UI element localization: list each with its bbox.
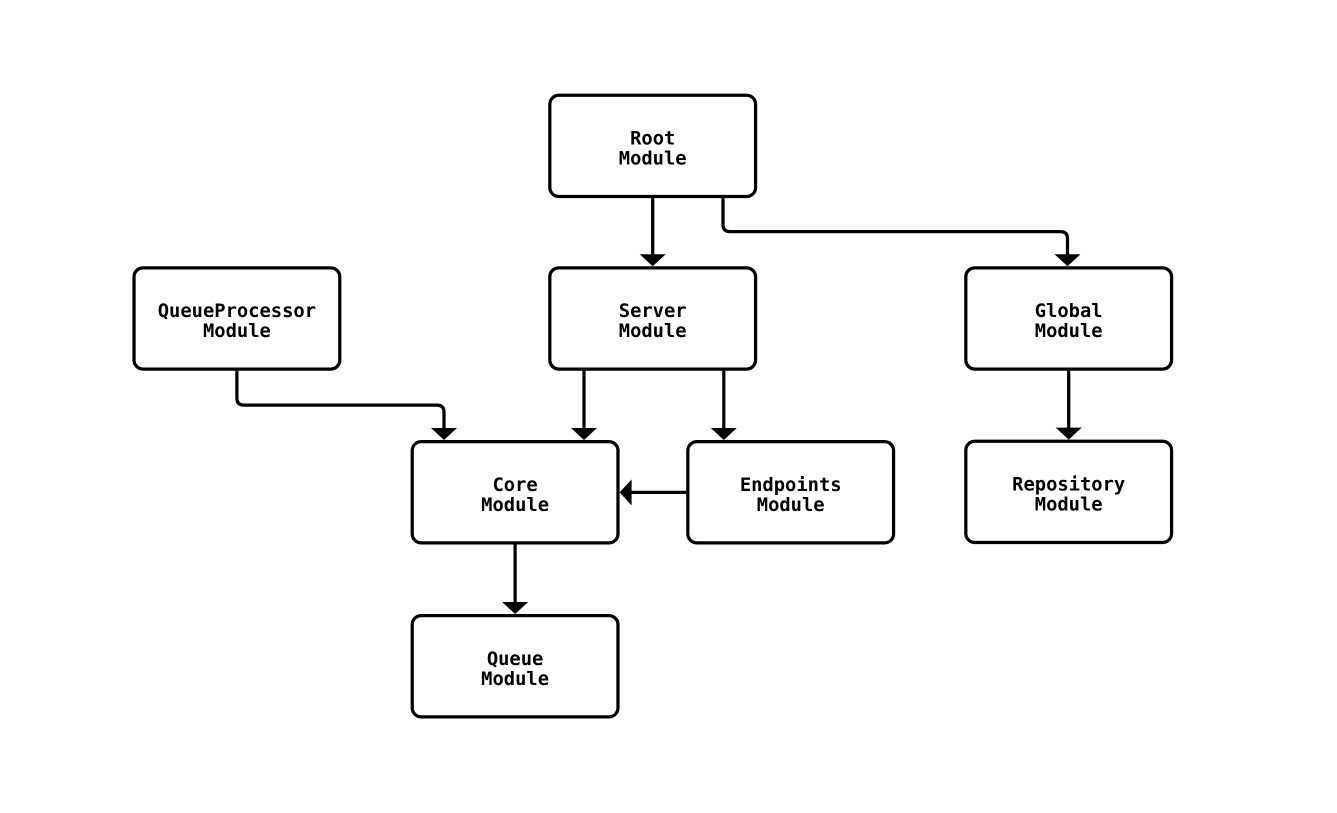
node-core-box xyxy=(410,440,620,545)
node-queueprocessor-label-line1: QueueProcessor xyxy=(158,301,316,322)
edge-root-to-server xyxy=(639,198,666,267)
edge-line-queueprocessor-to-core xyxy=(235,370,446,432)
node-server-label-line2: Module xyxy=(619,321,687,342)
edge-core-to-queue xyxy=(502,544,529,614)
edge-queueprocessor-to-core xyxy=(235,370,457,440)
arrowhead-server-to-endpoints xyxy=(710,428,737,440)
node-server-box xyxy=(548,266,758,371)
arrowhead-endpoints-to-core xyxy=(619,479,632,506)
edge-root-to-global xyxy=(721,198,1081,267)
node-root-box xyxy=(548,93,758,199)
node-endpoints-label-line2: Module xyxy=(757,495,825,516)
node-root-label-line1: Root xyxy=(630,128,675,149)
node-core-label-line2: Module xyxy=(481,495,549,516)
arrowhead-root-to-server xyxy=(639,254,666,267)
arrowhead-server-to-core xyxy=(571,428,597,440)
edge-global-to-repository xyxy=(1055,370,1082,440)
node-global-box xyxy=(964,266,1174,371)
node-endpoints-label-line1: Endpoints xyxy=(740,475,842,496)
edge-server-to-core xyxy=(571,370,597,440)
node-queueprocessor-label-line2: Module xyxy=(203,321,271,342)
edge-line-root-to-global xyxy=(721,198,1070,259)
arrowhead-global-to-repository xyxy=(1055,427,1082,440)
node-queueprocessor-box xyxy=(132,266,342,371)
node-repository-label-line1: Repository xyxy=(1012,474,1125,495)
edge-server-to-endpoints xyxy=(710,370,737,440)
node-global-label-line2: Module xyxy=(1035,321,1103,342)
node-repository-label-line2: Module xyxy=(1035,495,1103,516)
node-global-label-line1: Global xyxy=(1035,301,1103,322)
node-root-label-line2: Module xyxy=(619,149,687,170)
node-queue-label-line1: Queue xyxy=(487,649,544,670)
node-queue-box xyxy=(410,614,620,719)
node-endpoints-box xyxy=(686,440,896,545)
node-queue-label-line2: Module xyxy=(481,669,549,690)
node-core-label-line1: Core xyxy=(492,475,537,496)
node-server-label-line1: Server xyxy=(619,301,687,322)
node-repository-box xyxy=(964,439,1174,545)
arrowhead-queueprocessor-to-core xyxy=(431,428,457,440)
arrowhead-root-to-global xyxy=(1054,254,1081,267)
arrowhead-core-to-queue xyxy=(502,602,529,614)
edge-endpoints-to-core xyxy=(619,479,687,506)
